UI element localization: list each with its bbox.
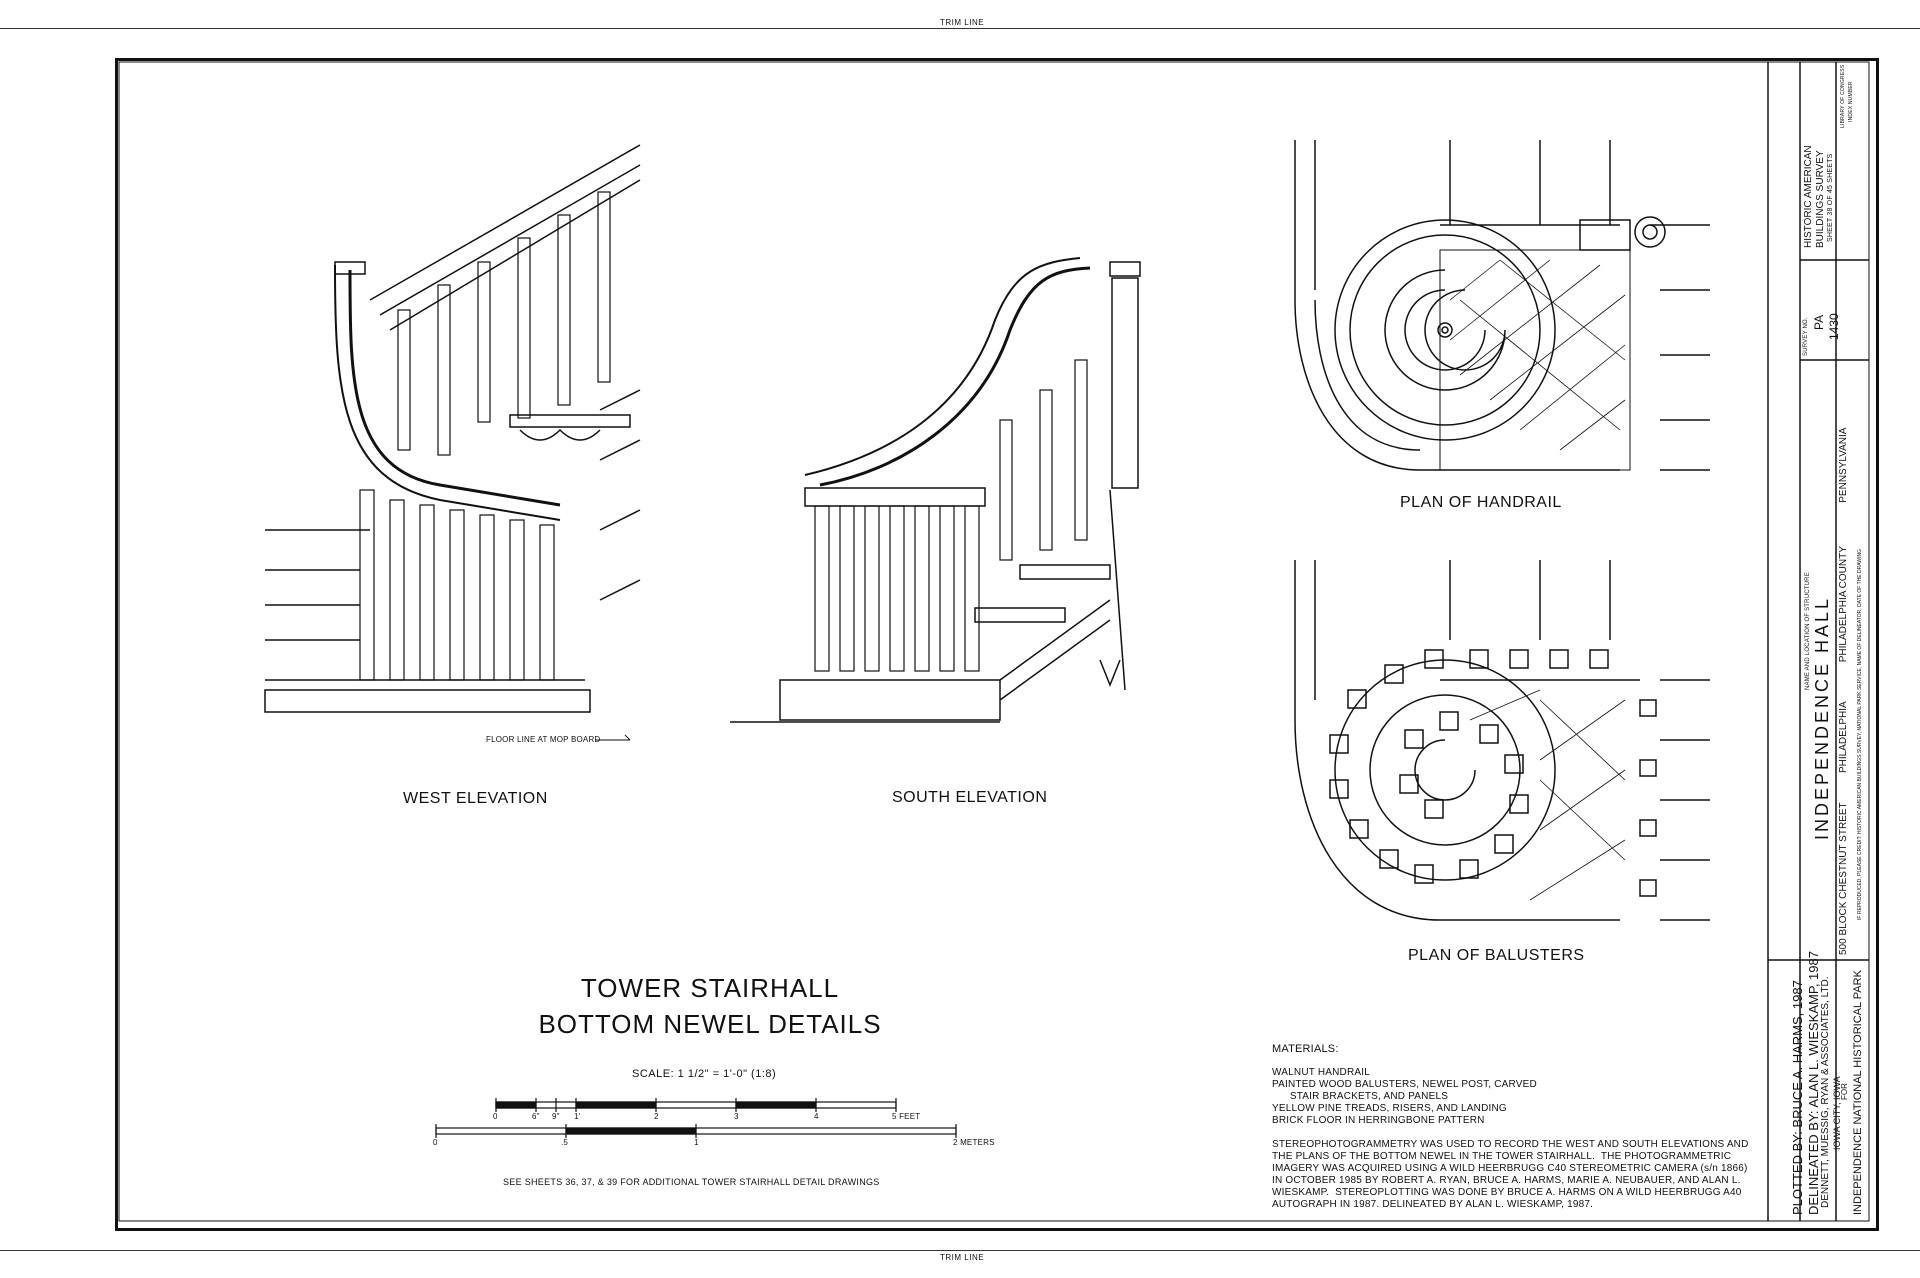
material-item: WALNUT HANDRAIL: [1272, 1067, 1371, 1078]
state: PENNSYLVANIA: [1838, 427, 1849, 503]
park-name: INDEPENDENCE NATIONAL HISTORICAL PARK: [1852, 970, 1864, 1215]
scale-meters-1: 1: [694, 1138, 699, 1147]
scale-bars: [435, 1098, 957, 1138]
survey-number: 1430: [1827, 313, 1841, 340]
sheet-number: SHEET 38 OF 45 SHEETS: [1827, 153, 1834, 243]
scale-meters-0: 0: [433, 1138, 438, 1147]
scale-feet-9in: 9": [552, 1112, 560, 1121]
top-trim-line: [0, 28, 1920, 29]
scale-feet-0: 0: [493, 1112, 498, 1121]
west-elevation-label: WEST ELEVATION: [403, 790, 548, 807]
scale-feet-2: 2: [654, 1112, 659, 1121]
drawing-title-line2: BOTTOM NEWEL DETAILS: [538, 1009, 882, 1039]
sheet-border: [115, 58, 1879, 1231]
drawing-title-line1: TOWER STAIRHALL: [580, 973, 840, 1003]
plan-of-balusters-label: PLAN OF BALUSTERS: [1408, 947, 1585, 964]
materials-heading: MATERIALS:: [1272, 1043, 1339, 1055]
scale-meters-half: .5: [561, 1138, 569, 1147]
structure-name-label: NAME AND LOCATION OF STRUCTURE: [1805, 572, 1811, 690]
loc-line2: INDEX NUMBER: [1848, 81, 1854, 122]
delineated-by: DELINEATED BY: ALAN L. WIESKAMP, 1987: [1806, 951, 1821, 1215]
reproduction-credit: IF REPRODUCED, PLEASE CREDIT: HISTORIC A…: [1857, 549, 1863, 920]
materials-note: STEREOPHOTOGRAMMETRY WAS USED TO RECORD …: [1272, 1139, 1749, 1150]
loc-line1: LIBRARY OF CONGRESS: [1840, 64, 1846, 128]
material-item: YELLOW PINE TREADS, RISERS, AND LANDING: [1272, 1103, 1507, 1114]
firm-name: DENNETT, MUESSIG, RYAN & ASSOCIATES, LTD…: [1820, 976, 1831, 1208]
materials-block: MATERIALS: WALNUT HANDRAIL PAINTED WOOD …: [1272, 1043, 1749, 1211]
top-trim-label: TRIM LINE: [940, 18, 985, 27]
west-elevation-drawing: [264, 144, 641, 741]
material-item: PAINTED WOOD BALUSTERS, NEWEL POST, CARV…: [1272, 1079, 1537, 1090]
habs-line1: HISTORIC AMERICAN: [1803, 145, 1814, 248]
material-item: BRICK FLOOR IN HERRINGBONE PATTERN: [1272, 1115, 1485, 1126]
address: 500 BLOCK CHESTNUT STREET: [1838, 802, 1849, 955]
bottom-trim-label: TRIM LINE: [940, 1253, 985, 1262]
materials-note: THE PLANS OF THE BOTTOM NEWEL IN THE TOW…: [1272, 1151, 1732, 1162]
material-item: STAIR BRACKETS, AND PANELS: [1272, 1091, 1449, 1102]
south-elevation-label: SOUTH ELEVATION: [892, 789, 1048, 806]
floor-line-note: FLOOR LINE AT MOP BOARD: [486, 735, 601, 744]
city: PHILADELPHIA: [1838, 701, 1849, 773]
structure-name: INDEPENDENCE HALL: [1812, 595, 1832, 840]
survey-no-label: SURVEY NO.: [1803, 317, 1809, 356]
scale-meters-2: 2 METERS: [953, 1138, 995, 1147]
plan-of-handrail-label: PLAN OF HANDRAIL: [1400, 494, 1562, 511]
plan-balusters-drawing: [1294, 560, 1710, 921]
plan-handrail-drawing: [1294, 140, 1710, 471]
address-line: 500 BLOCK CHESTNUT STREET PHILADELPHIA P…: [1838, 428, 1849, 955]
scale-feet-6in: 6": [532, 1112, 540, 1121]
scale-feet-4: 4: [814, 1112, 819, 1121]
scale-text: SCALE: 1 1/2" = 1'-0" (1:8): [632, 1068, 777, 1080]
materials-note: AUTOGRAPH IN 1987. DELINEATED BY ALAN L.…: [1272, 1199, 1594, 1210]
drawing-title: TOWER STAIRHALL BOTTOM NEWEL DETAILS: [500, 970, 920, 1042]
title-block-lines: [1767, 62, 1869, 1221]
materials-note: WIESKAMP. STEREOPLOTTING WAS DONE BY BRU…: [1272, 1187, 1742, 1198]
bottom-trim-line: [0, 1250, 1920, 1251]
scale-feet-5: 5 FEET: [892, 1112, 921, 1121]
materials-note: IMAGERY WAS ACQUIRED USING A WILD HEERBR…: [1272, 1163, 1748, 1174]
see-sheets-note: SEE SHEETS 36, 37, & 39 FOR ADDITIONAL T…: [503, 1177, 880, 1187]
county: PHILADELPHIA COUNTY: [1838, 546, 1849, 663]
habs-line2: BUILDINGS SURVEY: [1815, 150, 1826, 248]
materials-note: IN OCTOBER 1985 BY ROBERT A. RYAN, BRUCE…: [1272, 1175, 1741, 1186]
survey-state: PA: [1812, 314, 1826, 330]
scale-feet-3: 3: [734, 1112, 739, 1121]
for-label: FOR: [1840, 1083, 1849, 1100]
south-elevation-drawing: [730, 257, 1141, 723]
scale-feet-1: 1': [574, 1112, 581, 1121]
plotted-by: PLOTTED BY: BRUCE A. HARMS, 1987: [1790, 980, 1805, 1215]
